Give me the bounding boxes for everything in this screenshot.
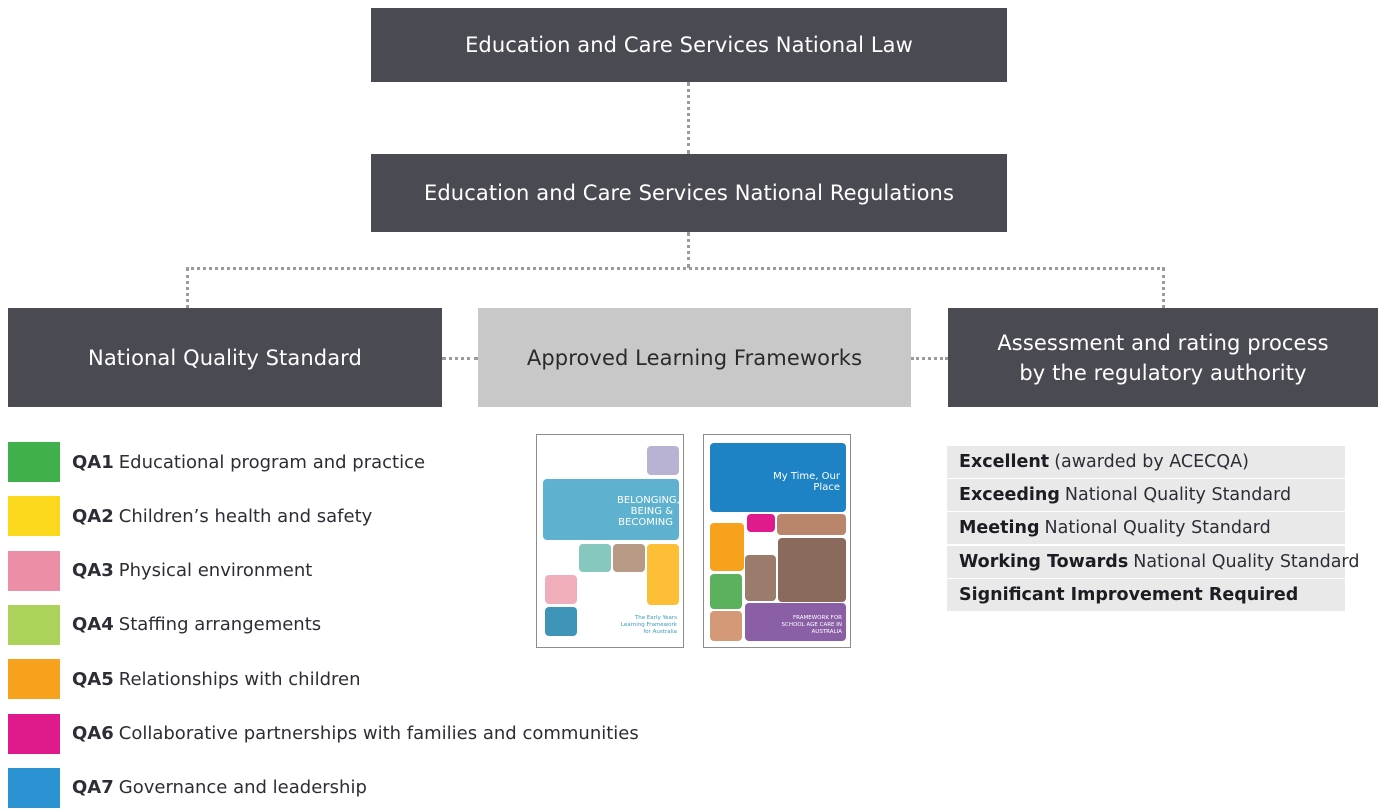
- quality-area-code: QA2: [72, 505, 114, 527]
- regulations-label: Education and Care Services National Reg…: [424, 181, 954, 205]
- connector-frameworks-assessment: [911, 357, 948, 360]
- mtop-tile-photo-large: [778, 538, 846, 602]
- mtop-tile-photo-child: [710, 611, 742, 641]
- assessment-label-line2: by the regulatory authority: [1019, 360, 1307, 385]
- mtop-cover: My Time, Our Place FRAMEWORK FOR SCHOOL …: [703, 434, 851, 648]
- rating-level: Exceeding: [959, 485, 1060, 506]
- quality-area-label: Staffing arrangements: [118, 614, 322, 636]
- law-label: Education and Care Services National Law: [465, 33, 913, 57]
- nqs-label: National Quality Standard: [88, 345, 362, 370]
- quality-area-code: QA4: [72, 614, 114, 636]
- eylf-tile-yellow: [647, 544, 679, 605]
- eylf-tile-photo: [613, 544, 645, 572]
- quality-area-swatch: [8, 604, 60, 645]
- quality-area-label: Governance and leadership: [118, 777, 367, 799]
- rating-level: Meeting: [959, 518, 1040, 539]
- rating-description: (awarded by ACECQA): [1054, 452, 1249, 472]
- quality-area-code: QA5: [72, 668, 114, 690]
- mtop-tile-pink: [747, 514, 775, 532]
- eylf-tile-title: [543, 479, 679, 540]
- eylf-tile-pink: [545, 575, 577, 604]
- nqs-box: National Quality Standard: [8, 308, 442, 407]
- quality-area-label: Educational program and practice: [118, 451, 426, 473]
- rating-level: Significant Improvement Required: [959, 584, 1299, 605]
- eylf-subtitle: The Early Years Learning Framework for A…: [620, 615, 677, 635]
- quality-area-code: QA7: [72, 777, 114, 799]
- mtop-tile-title: [710, 443, 846, 512]
- eylf-cover: BELONGING, BEING & BECOMING The Early Ye…: [536, 434, 684, 648]
- mtop-title: My Time, Our Place: [773, 471, 840, 493]
- law-box: Education and Care Services National Law: [371, 8, 1007, 82]
- quality-area-code: QA6: [72, 723, 114, 744]
- eylf-tile-lavender: [647, 446, 679, 475]
- assessment-label-line1: Assessment and rating process: [997, 330, 1329, 355]
- quality-area-swatch: [8, 496, 60, 537]
- connector-bus-nqs: [186, 268, 189, 308]
- eylf-tile-blue: [545, 607, 577, 636]
- rating-row: Excellent(awarded by ACECQA): [947, 446, 1345, 478]
- mtop-tile-orange: [710, 523, 744, 571]
- rating-row: Significant Improvement Required: [947, 578, 1345, 611]
- quality-area-swatch: [8, 659, 60, 700]
- quality-area-label: Relationships with children: [118, 668, 361, 690]
- mtop-tile-green: [710, 574, 742, 609]
- mtop-tile-photo-mid: [745, 555, 776, 601]
- quality-area-swatch: [8, 713, 60, 754]
- mtop-tile-photo-small: [777, 514, 846, 535]
- eylf-title: BELONGING, BEING & BECOMING: [617, 495, 680, 528]
- rating-description: National Quality Standard: [1044, 518, 1271, 539]
- quality-area-label: Children’s health and safety: [118, 505, 373, 527]
- connector-regulations-bus: [687, 232, 690, 268]
- mtop-subtitle: FRAMEWORK FOR SCHOOL AGE CARE IN AUSTRAL…: [781, 615, 842, 635]
- connector-bus-assessment: [1162, 268, 1165, 308]
- rating-level: Working Towards: [959, 551, 1129, 572]
- quality-area-label: Collaborative partnerships with families…: [118, 723, 639, 744]
- frameworks-box: Approved Learning Frameworks: [478, 308, 911, 407]
- quality-area-swatch: [8, 442, 60, 482]
- quality-area-swatch: [8, 767, 60, 808]
- mtop-tile-purple: [745, 603, 846, 641]
- quality-area-swatch: [8, 550, 60, 591]
- frameworks-label: Approved Learning Frameworks: [526, 345, 863, 370]
- rating-description: National Quality Standard: [1133, 551, 1360, 572]
- quality-area-code: QA3: [72, 560, 114, 582]
- rating-level: Excellent: [959, 452, 1050, 472]
- connector-nqs-frameworks: [442, 357, 478, 360]
- rating-description: National Quality Standard: [1064, 485, 1292, 506]
- assessment-box: Assessment and rating process by the reg…: [948, 308, 1378, 407]
- connector-law-regulations: [687, 82, 690, 154]
- connector-bus: [186, 267, 1165, 270]
- eylf-tile-teal: [579, 544, 611, 572]
- quality-area-label: Physical environment: [118, 560, 313, 582]
- quality-area-code: QA1: [72, 451, 114, 473]
- regulations-box: Education and Care Services National Reg…: [371, 154, 1007, 232]
